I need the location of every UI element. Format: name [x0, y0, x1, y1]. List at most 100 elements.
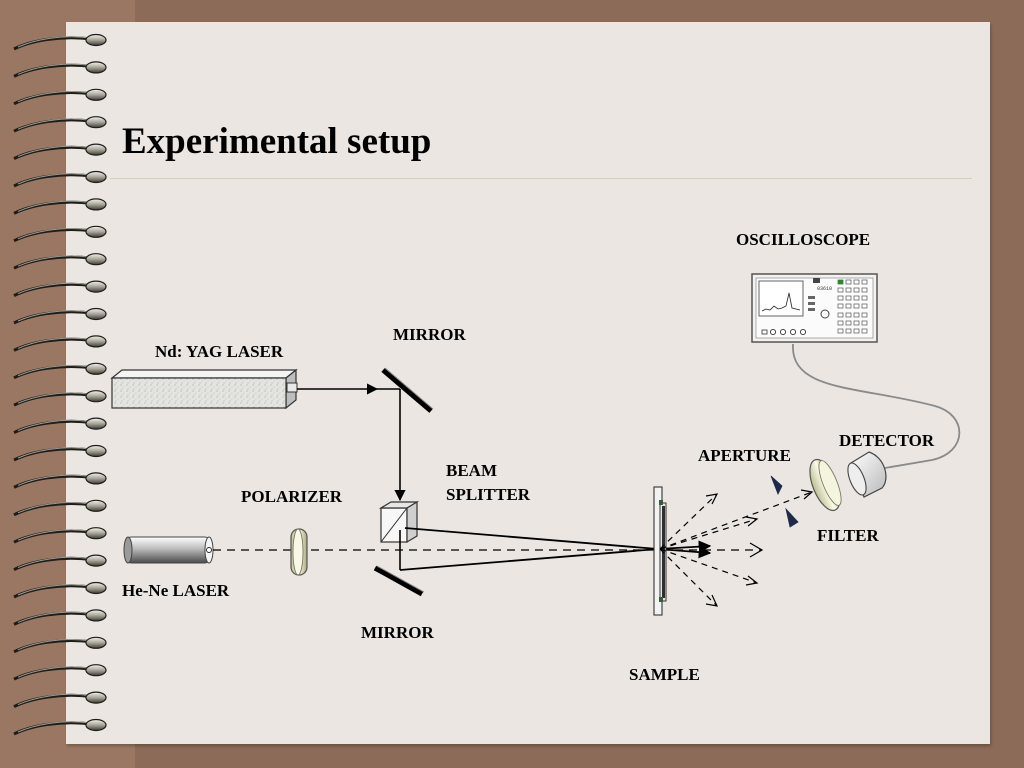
binding-coil-highlight	[17, 474, 91, 486]
binding-coil-wire	[13, 365, 93, 380]
binding-coil-highlight	[17, 145, 91, 158]
binding-coil-wire	[13, 173, 93, 188]
oscilloscope-readout: 03610	[817, 286, 832, 292]
top-mirror	[381, 368, 433, 413]
binding-coil-wire	[13, 639, 93, 654]
title-divider	[110, 178, 972, 179]
binding-coil-highlight	[17, 200, 91, 212]
binding-coil-wire	[13, 556, 93, 571]
binding-coil-highlight	[17, 118, 91, 130]
binding-coil-hole	[85, 170, 107, 184]
binding-coil-wire	[13, 666, 93, 681]
detector-cable	[792, 343, 961, 469]
binding-coil-wire	[13, 693, 93, 708]
binding-coil-highlight	[17, 502, 91, 514]
binding-coil-wire	[13, 310, 93, 325]
label-oscilloscope: OSCILLOSCOPE	[736, 230, 870, 249]
label-aperture: APERTURE	[698, 446, 791, 465]
binding-coil-hole	[85, 253, 107, 266]
binding-coil-hole	[85, 225, 107, 238]
binding-coil-highlight	[17, 584, 91, 596]
binding-coil-hole	[85, 472, 107, 485]
binding-coil-wire	[13, 721, 93, 736]
binding-coil-hole	[85, 116, 107, 129]
label-nd-yag-laser: Nd: YAG LASER	[155, 342, 284, 361]
binding-coil-wire	[13, 502, 93, 517]
binding-coil-highlight	[17, 173, 91, 185]
label-polarizer: POLARIZER	[241, 487, 343, 506]
beam-splitter	[378, 500, 420, 544]
binding-coil-wire	[13, 118, 93, 133]
binding-coil-wire	[13, 611, 93, 626]
binding-coil-wire	[13, 337, 93, 352]
binding-coil-hole	[85, 581, 107, 595]
binding-coil-highlight	[17, 365, 91, 377]
label-detector: DETECTOR	[839, 431, 935, 450]
binding-coil-wire	[13, 447, 93, 462]
label-he-ne-laser: He-Ne LASER	[122, 581, 230, 600]
binding-coil-highlight	[17, 721, 91, 733]
binding-coil-hole	[85, 335, 107, 348]
binding-coil-wire	[13, 145, 93, 160]
binding-coil-hole	[85, 664, 107, 677]
binding-coil-hole	[85, 499, 107, 512]
binding-coil-wire	[13, 200, 93, 215]
binding-coil-wire	[13, 419, 93, 434]
binding-coil-hole	[85, 718, 107, 732]
binding-coil-wire	[13, 584, 93, 599]
binding-coil-hole	[85, 609, 107, 622]
binding-coil-hole	[85, 198, 107, 211]
he-ne-laser	[123, 536, 214, 564]
binding-coil-hole	[85, 390, 107, 403]
label-sample: SAMPLE	[629, 665, 700, 684]
pump-beam-lower	[399, 548, 659, 571]
binding-coil-wire	[13, 529, 93, 544]
binding-coil-hole	[85, 417, 107, 430]
binding-coil-wire	[13, 282, 93, 297]
binding-coil-highlight	[17, 91, 91, 103]
binding-coil-hole	[85, 636, 107, 649]
binding-coil-hole	[85, 88, 107, 101]
aperture	[770, 475, 799, 528]
binding-coil-hole	[85, 143, 107, 156]
binding-coil-highlight	[17, 447, 91, 459]
binding-coil-highlight	[17, 337, 91, 349]
pump-beam-upper	[404, 527, 659, 550]
spiral-binding	[13, 33, 107, 736]
binding-coil-hole	[85, 527, 107, 540]
binding-coil-hole	[85, 61, 107, 74]
label-splitter: SPLITTER	[446, 485, 531, 504]
diffracted-beams	[659, 491, 813, 607]
binding-coil-wire	[13, 63, 93, 78]
label-mirror-top: MIRROR	[393, 325, 466, 344]
binding-coil-wire	[13, 91, 93, 106]
binding-coil-highlight	[17, 611, 91, 623]
binding-coil-highlight	[17, 255, 91, 267]
binding-coil-wire	[13, 228, 93, 243]
binding-coil-wire	[13, 392, 93, 407]
oscilloscope: 03610	[751, 273, 878, 343]
binding-coil-hole	[85, 554, 107, 567]
polarizer	[290, 528, 308, 576]
binding-coil-highlight	[17, 419, 91, 432]
detector	[847, 451, 887, 498]
label-mirror-bottom: MIRROR	[361, 623, 434, 642]
label-beam: BEAM	[446, 461, 497, 480]
binding-coil-hole	[85, 307, 107, 321]
binding-coil-highlight	[17, 392, 91, 404]
binding-coil-highlight	[17, 36, 91, 48]
nd-yag-laser	[110, 368, 298, 410]
binding-coil-hole	[85, 691, 107, 704]
binding-coil-highlight	[17, 63, 91, 75]
binding-coil-highlight	[17, 556, 91, 569]
binding-coil-wire	[13, 255, 93, 270]
binding-coil-hole	[85, 362, 107, 375]
binding-coil-hole	[85, 280, 107, 293]
binding-coil-highlight	[17, 310, 91, 322]
binding-coil-highlight	[17, 228, 91, 240]
bottom-mirror	[373, 565, 424, 597]
binding-coil-wire	[13, 36, 93, 51]
binding-coil-highlight	[17, 693, 91, 706]
binding-coil-wire	[13, 474, 93, 489]
